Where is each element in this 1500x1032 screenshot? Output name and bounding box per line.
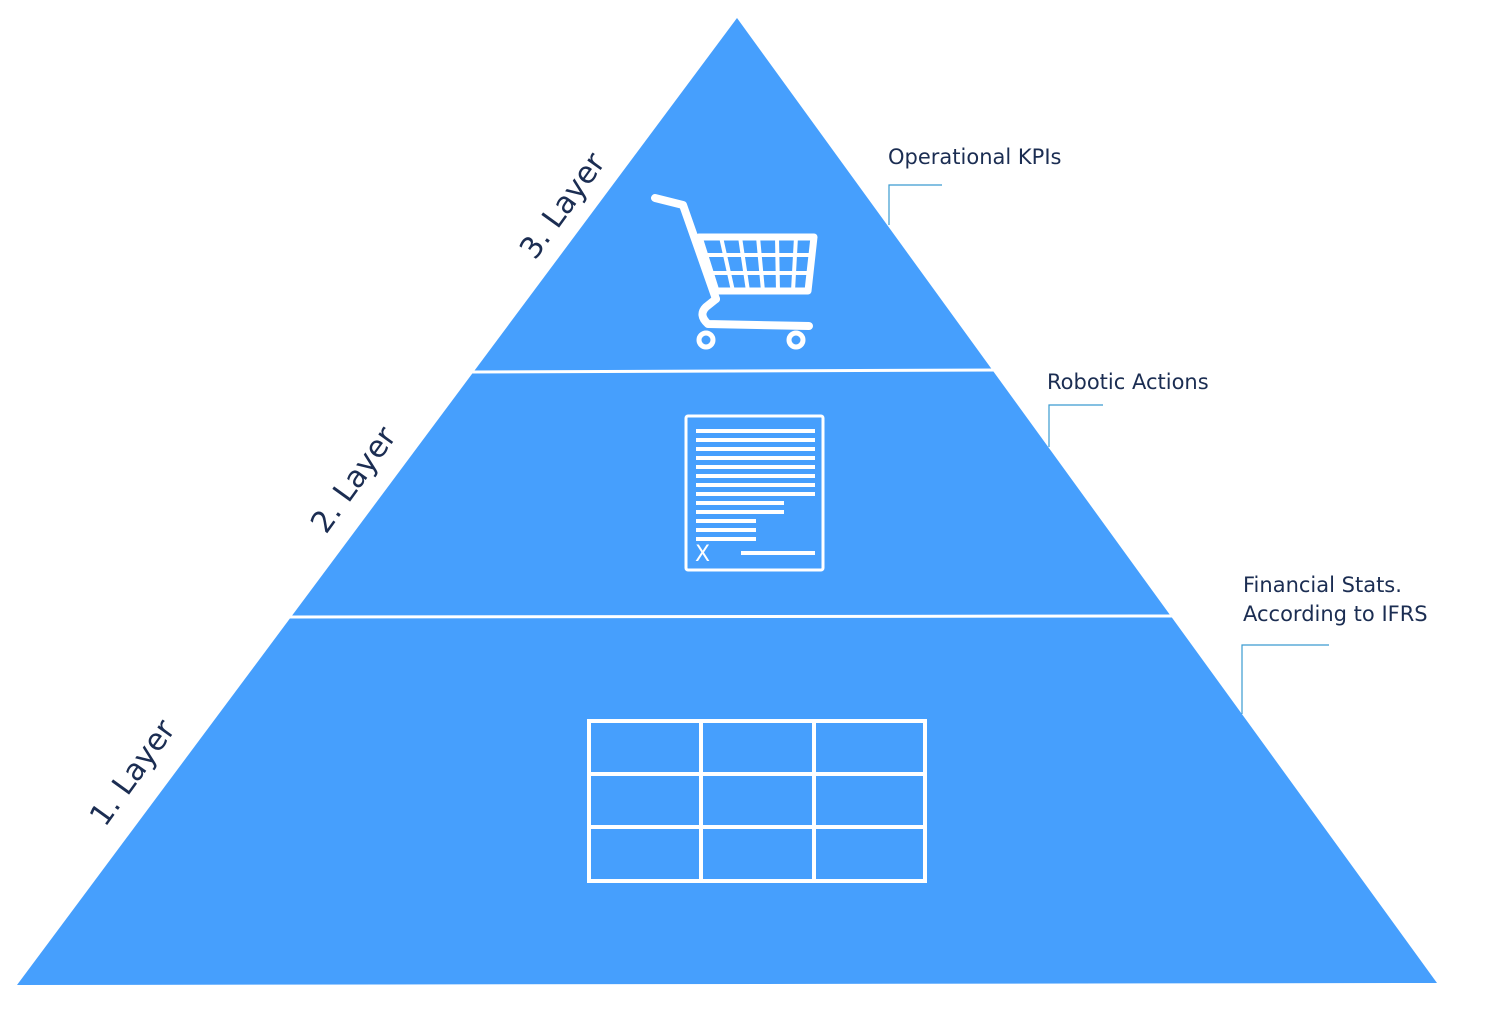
separator-layer-2-3	[471, 368, 1001, 374]
separator-layer-1-2	[286, 614, 1177, 619]
callout-text: Operational KPIs	[888, 145, 1061, 169]
callout-layer-2: Robotic Actions	[1047, 370, 1209, 447]
document-icon: X	[684, 414, 825, 572]
callout-text: Robotic Actions	[1047, 370, 1209, 394]
table-grid-icon	[587, 719, 927, 883]
shopping-cart-icon	[651, 194, 818, 350]
callout-layer-1: Financial Stats. According to IFRS	[1241, 573, 1428, 714]
callout-text: According to IFRS	[1243, 602, 1428, 626]
document-mark: X	[695, 542, 710, 567]
callout-layer-3: Operational KPIs	[888, 145, 1061, 225]
callout-text: Financial Stats.	[1243, 573, 1402, 597]
